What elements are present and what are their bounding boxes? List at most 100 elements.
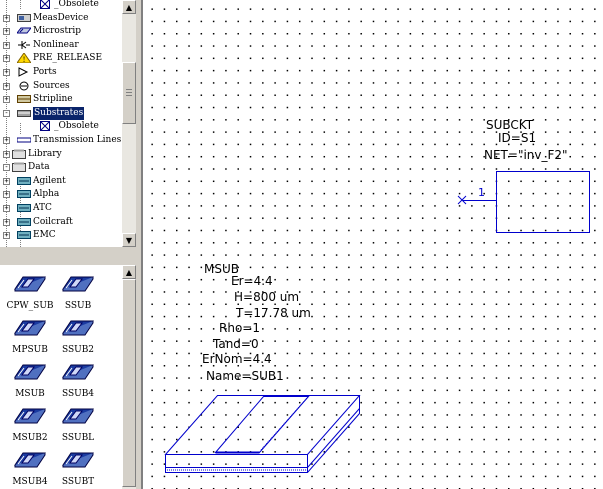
- tree-item-emc[interactable]: + EMC: [0, 229, 122, 242]
- subckt-pin-number: 1: [478, 186, 485, 199]
- obsolete-icon: [40, 0, 50, 9]
- scroll-up-button[interactable]: ▲: [122, 0, 136, 14]
- palette-item-label: CPW_SUB: [6, 301, 54, 311]
- expand-icon[interactable]: +: [3, 149, 10, 158]
- palette-item-label: MPSUB: [12, 345, 48, 355]
- palette-item-ssubt[interactable]: SSUBT: [53, 446, 103, 489]
- palette-item-label: SSUB4: [61, 389, 95, 399]
- tree-item-label: Library: [28, 148, 62, 159]
- palette-item-label: SSUB2: [61, 345, 95, 355]
- tree-item-transmission-lines[interactable]: +Transmission Lines: [0, 134, 122, 147]
- expand-icon[interactable]: +: [3, 54, 10, 63]
- tree-item-data[interactable]: - Data: [0, 161, 122, 174]
- tree-item-label: _Obsolete: [54, 0, 99, 9]
- tree-item-alpha[interactable]: + Alpha: [0, 188, 122, 201]
- expand-icon[interactable]: +: [3, 40, 10, 49]
- measdevice-icon: [17, 13, 31, 22]
- msub4-icon: [14, 452, 46, 468]
- expand-icon[interactable]: +: [3, 81, 10, 90]
- tree-item-label: PRE_RELEASE: [33, 53, 103, 64]
- vendor-icon: [17, 176, 31, 185]
- tree-item-nonlinear[interactable]: +Nonlinear: [0, 39, 122, 52]
- subckt-id[interactable]: ID=S1: [498, 131, 537, 145]
- schematic-canvas[interactable]: SUBCKT ID=S1 NET="inv_F2" 1 MSUB Er=4.4 …: [141, 0, 603, 489]
- tree-scrollbar[interactable]: ▲ ▼: [122, 0, 136, 247]
- scroll-thumb[interactable]: [122, 62, 136, 124]
- msub-icon: [14, 364, 46, 380]
- palette-item-label: MSUB: [15, 389, 45, 399]
- scroll-up-button[interactable]: ▲: [122, 265, 136, 279]
- tree-item-sources[interactable]: +Sources: [0, 80, 122, 93]
- scroll-down-button[interactable]: ▼: [122, 233, 136, 247]
- tree-item-label: _Obsolete: [54, 121, 99, 132]
- tree-item-label: Alpha: [33, 189, 60, 200]
- palette-item-ssub2[interactable]: SSUB2: [53, 314, 103, 364]
- palette-item-msub4[interactable]: MSUB4: [5, 446, 55, 489]
- msub2-icon: [14, 408, 46, 424]
- tree-item-substrates[interactable]: -Substrates: [0, 106, 122, 120]
- expand-icon[interactable]: +: [3, 204, 10, 212]
- tree-item-pre-release[interactable]: +!PRE_RELEASE: [0, 52, 122, 65]
- collapse-icon[interactable]: -: [3, 163, 10, 172]
- expand-icon[interactable]: +: [3, 68, 10, 76]
- palette-scrollbar[interactable]: ▲: [122, 265, 136, 489]
- msub-param-er[interactable]: Er=4.4: [231, 274, 273, 288]
- expand-icon[interactable]: +: [3, 176, 10, 185]
- palette-item-ssub[interactable]: SSUB: [53, 270, 103, 320]
- expand-icon[interactable]: +: [3, 136, 10, 144]
- stripline-icon: [17, 95, 31, 104]
- tree-item-coilcraft[interactable]: +Coilcraft: [0, 216, 122, 229]
- palette-item-msub[interactable]: MSUB: [5, 358, 55, 408]
- tree-item-measdevice[interactable]: +MeasDevice: [0, 12, 122, 25]
- msub-symbol[interactable]: [161, 390, 366, 480]
- msub-param-h[interactable]: H=800 um: [234, 290, 300, 304]
- palette-item-ssubl[interactable]: SSUBL: [53, 402, 103, 452]
- msub-title[interactable]: MSUB: [204, 262, 239, 276]
- microstrip-icon: [17, 27, 31, 34]
- expand-icon[interactable]: +: [3, 13, 10, 22]
- tree-item-label: Stripline: [33, 94, 73, 105]
- ssubl-icon: [62, 408, 94, 424]
- subckt-net[interactable]: NET="inv_F2": [484, 148, 568, 162]
- tree-item-stripline[interactable]: + Stripline: [0, 93, 122, 106]
- cpw-sub-icon: [14, 276, 46, 292]
- msub-param-name[interactable]: Name=SUB1: [206, 369, 284, 383]
- tree-item-label: EMC: [33, 230, 56, 241]
- ssub4-icon: [62, 364, 94, 380]
- tree-item-library[interactable]: + Library: [0, 148, 122, 161]
- palette-item-msub2[interactable]: MSUB2: [5, 402, 55, 452]
- palette-item-ssub4[interactable]: SSUB4: [53, 358, 103, 408]
- nonlinear-icon: [18, 40, 30, 49]
- library-icon: [12, 149, 26, 159]
- vendor-icon: [17, 231, 31, 240]
- subckt-title[interactable]: SUBCKT: [486, 118, 534, 132]
- expand-icon[interactable]: +: [3, 190, 10, 199]
- tree-item-label: Data: [28, 162, 50, 173]
- element-tree[interactable]: _Obsolete +MeasDevice+Microstrip+Nonlinea…: [0, 0, 136, 247]
- tree-item-obsolete[interactable]: _Obsolete: [0, 120, 122, 133]
- msub-param-rho[interactable]: Rho=1: [219, 321, 260, 335]
- tree-item-label: ATC: [33, 203, 52, 213]
- expand-icon[interactable]: +: [3, 217, 10, 226]
- palette-item-mpsub[interactable]: MPSUB: [5, 314, 55, 364]
- subckt-symbol[interactable]: [453, 165, 598, 240]
- tree-item-label: Agilent: [33, 175, 66, 186]
- tree-item-microstrip[interactable]: +Microstrip: [0, 25, 122, 38]
- tree-item-obsolete[interactable]: _Obsolete: [0, 0, 122, 11]
- expand-icon[interactable]: +: [3, 27, 10, 36]
- scroll-thumb[interactable]: [122, 279, 136, 487]
- ssubt-icon: [62, 452, 94, 468]
- tree-item-agilent[interactable]: + Agilent: [0, 175, 122, 188]
- msub-param-tand[interactable]: Tand=0: [213, 337, 259, 351]
- msub-param-t[interactable]: T=17.78 um: [236, 306, 311, 320]
- palette-item-cpw-sub[interactable]: CPW_SUB: [5, 270, 55, 320]
- obsolete-icon: [40, 121, 50, 132]
- tree-item-ports[interactable]: +Ports: [0, 66, 122, 79]
- pane-splitter[interactable]: [0, 247, 140, 265]
- expand-icon[interactable]: +: [3, 231, 10, 240]
- tree-item-atc[interactable]: + ATC: [0, 202, 122, 215]
- msub-param-ernom[interactable]: ErNom=4.4: [202, 352, 272, 366]
- expand-icon[interactable]: +: [3, 95, 10, 104]
- collapse-icon[interactable]: -: [3, 108, 10, 117]
